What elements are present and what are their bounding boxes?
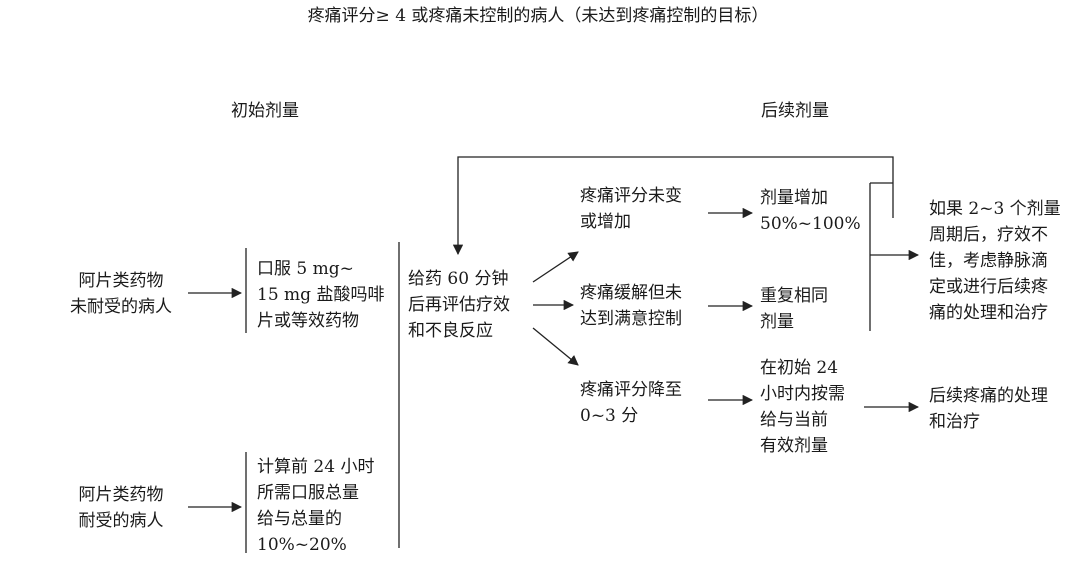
arrow-to-unchanged: [532, 251, 579, 283]
action-increase: 剂量增加 50%~100%: [760, 188, 861, 234]
outcome-partial: 疼痛缓解但未 达到满意控制: [580, 283, 682, 329]
page-title: 疼痛评分≥ 4 或疼痛未控制的病人（未达到疼痛控制的目标）: [307, 6, 769, 26]
outcome-controlled: 疼痛评分降至 0~3 分: [580, 380, 682, 426]
feedback-loop-line: [452, 156, 894, 256]
outcome-unchanged: 疼痛评分未变 或增加: [580, 186, 682, 232]
arrow-to-controlled: [532, 327, 579, 366]
reassess-node: 给药 60 分钟 后再评估疗效 和不良反应: [408, 269, 510, 341]
final-continue: 后续疼痛的处理 和治疗: [929, 386, 1048, 432]
patient-tolerant: 阿片类药物 耐受的病人: [78, 485, 164, 531]
action-as-needed: 在初始 24 小时内按需 给与当前 有效剂量: [760, 358, 845, 456]
dose-not-tolerant: 口服 5 mg~ 15 mg 盐酸吗啡 片或等效药物: [257, 259, 385, 331]
final-escalate: 如果 2~3 个剂量 周期后，疗效不 佳，考虑静脉滴 定或进行后续疼 痛的处理和…: [929, 199, 1061, 323]
action-repeat: 重复相同 剂量: [760, 286, 828, 332]
header-followup-dose: 后续剂量: [761, 101, 829, 121]
header-initial-dose: 初始剂量: [231, 101, 299, 121]
patient-not-tolerant: 阿片类药物 未耐受的病人: [70, 271, 172, 317]
dose-tolerant: 计算前 24 小时 所需口服总量 给与总量的 10%~20%: [257, 457, 375, 555]
